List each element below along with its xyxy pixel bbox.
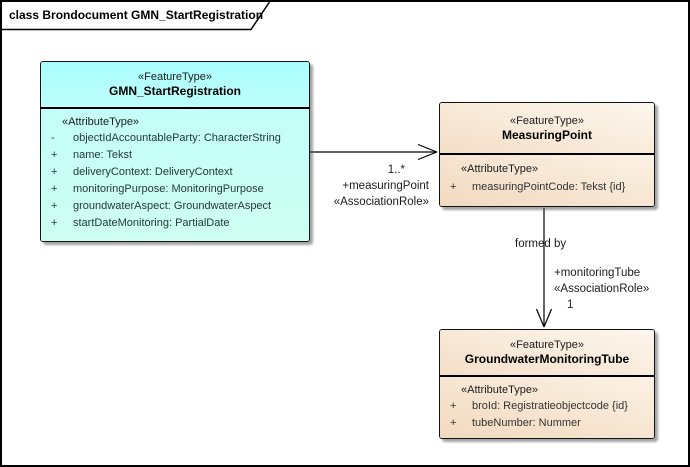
attribute-row[interactable]: + deliveryContext: DeliveryContext (49, 164, 305, 181)
attribute-visibility: + (51, 166, 58, 178)
attribute-row[interactable]: + monitoringPurpose: MonitoringPurpose (49, 181, 305, 198)
association-name[interactable]: formed by (515, 238, 567, 250)
class-header: «FeatureType» GMN_StartRegistration (41, 62, 309, 107)
class-stereotype: «FeatureType» (510, 339, 584, 351)
association-monitoringtube-arrowhead (535, 308, 553, 328)
attribute-row[interactable]: + measuringPointCode: Tekst {id} (448, 178, 650, 196)
frame-tab-outline (2, 2, 271, 31)
attribute-text: groundwaterAspect: GroundwaterAspect (73, 200, 272, 212)
association-stereotype[interactable]: «AssociationRole» (554, 283, 650, 295)
attribute-row[interactable]: + tubeNumber: Nummer (448, 415, 650, 432)
attribute-compartment-stereotype: «AttributeType» (461, 384, 539, 396)
attribute-text: name: Tekst (73, 149, 133, 161)
class-stereotype: «FeatureType» (510, 114, 584, 127)
class-attribute-compartment: «AttributeType» - objectIdAccountablePar… (41, 107, 309, 241)
attribute-visibility: + (450, 181, 457, 193)
attribute-compartment-stereotype: «AttributeType» (461, 163, 539, 175)
attribute-text: broId: Registratieobjectcode {id} (472, 400, 628, 412)
attribute-visibility: + (51, 149, 58, 161)
association-measuringpoint-arrowhead (417, 143, 438, 161)
frame-title: class Brondocument GMN_StartRegistration (9, 8, 264, 22)
class-attribute-compartment: «AttributeType» + measuringPointCode: Te… (440, 153, 654, 206)
attribute-text: startDateMonitoring: PartialDate (73, 217, 230, 229)
association-monitoringtube-labels: +monitoringTube «AssociationRole» 1 (554, 265, 649, 313)
association-role[interactable]: +measuringPoint (342, 180, 429, 192)
attribute-visibility: + (51, 200, 58, 212)
class-gmn-startregistration[interactable]: «FeatureType» GMN_StartRegistration «Att… (40, 61, 310, 242)
attribute-visibility: + (51, 217, 58, 229)
attribute-row[interactable]: + broId: Registratieobjectcode {id} (448, 398, 650, 415)
association-multiplicity[interactable]: 1 (567, 299, 574, 311)
association-stereotype[interactable]: «AssociationRole» (333, 196, 429, 208)
attribute-text: objectIdAccountableParty: CharacterStrin… (73, 132, 281, 144)
association-role[interactable]: +monitoringTube (554, 267, 641, 279)
attribute-row[interactable]: + groundwaterAspect: GroundwaterAspect (49, 198, 305, 215)
attribute-visibility: + (450, 417, 457, 429)
class-groundwatermonitoringtube[interactable]: «FeatureType» GroundwaterMonitoringTube … (439, 329, 655, 439)
attribute-row[interactable]: - objectIdAccountableParty: CharacterStr… (49, 130, 305, 147)
class-attribute-compartment: «AttributeType» + broId: Registratieobje… (440, 375, 654, 438)
attribute-compartment-stereotype: «AttributeType» (62, 116, 140, 128)
attribute-visibility: + (51, 183, 58, 195)
attribute-text: tubeNumber: Nummer (472, 417, 581, 429)
class-header: «FeatureType» MeasuringPoint (440, 103, 654, 153)
attribute-row[interactable]: + name: Tekst (49, 147, 305, 164)
class-name: GMN_StartRegistration (108, 84, 242, 98)
class-stereotype: «FeatureType» (138, 71, 212, 83)
attribute-text: measuringPointCode: Tekst {id} (472, 181, 626, 193)
attribute-visibility: - (51, 132, 55, 144)
attribute-text: monitoringPurpose: MonitoringPurpose (73, 183, 264, 195)
class-measuringpoint[interactable]: «FeatureType» MeasuringPoint «AttributeT… (439, 102, 655, 207)
association-multiplicity[interactable]: 1..* (387, 164, 405, 176)
association-measuringpoint-labels: 1..* +measuringPoint «AssociationRole» (334, 162, 429, 210)
attribute-visibility: + (450, 400, 457, 412)
class-header: «FeatureType» GroundwaterMonitoringTube (440, 330, 654, 375)
attribute-row[interactable]: + startDateMonitoring: PartialDate (49, 215, 305, 232)
class-name: GroundwaterMonitoringTube (464, 352, 630, 366)
class-name: MeasuringPoint (501, 127, 592, 142)
attribute-text: deliveryContext: DeliveryContext (73, 166, 233, 178)
